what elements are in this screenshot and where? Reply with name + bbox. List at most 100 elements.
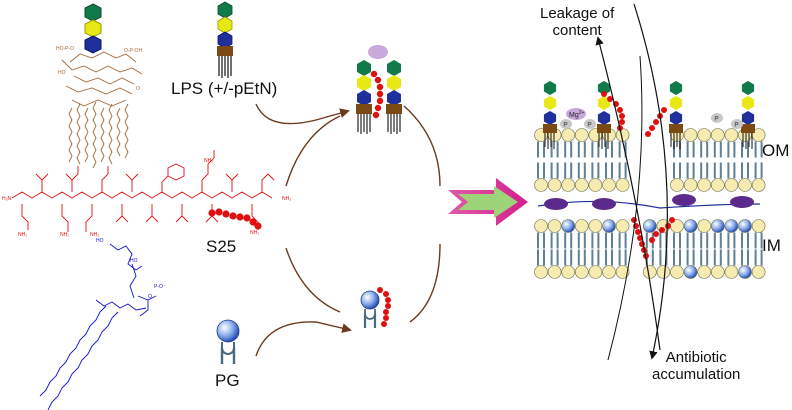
lipid bbox=[683, 162, 698, 192]
arrow-complex-to-membrane bbox=[403, 105, 441, 187]
arrow-lps-to-complex bbox=[255, 103, 350, 125]
lipid bbox=[697, 128, 712, 158]
lipid bbox=[615, 249, 630, 279]
svg-text:NH₂: NH₂ bbox=[282, 196, 291, 202]
lipid bbox=[547, 219, 562, 249]
lipid bbox=[751, 249, 766, 279]
lipid bbox=[710, 219, 725, 249]
lps-unit bbox=[741, 81, 755, 149]
svg-text:Mg2+: Mg2+ bbox=[569, 110, 585, 119]
phosphate-group: P bbox=[560, 119, 572, 129]
membrane-crossing-lines bbox=[607, 55, 643, 361]
lps-chemical-structure: HO-P-O O-P-OH HO O bbox=[56, 3, 142, 169]
svg-text:HO: HO bbox=[58, 70, 66, 76]
svg-text:NH₂: NH₂ bbox=[18, 232, 27, 238]
lipid bbox=[683, 249, 698, 279]
lipid bbox=[561, 219, 576, 249]
leakage-arrow bbox=[595, 36, 661, 351]
lipid bbox=[588, 249, 603, 279]
lipid bbox=[710, 249, 725, 279]
inner-membrane bbox=[534, 219, 766, 279]
lipid bbox=[697, 162, 712, 192]
leakage-label: Leakage of content bbox=[540, 5, 615, 39]
s25-label: S25 bbox=[206, 237, 237, 256]
svg-text:O-P-OH: O-P-OH bbox=[124, 48, 142, 54]
lps-cartoon-icon bbox=[217, 1, 233, 78]
arrow-pg-to-complex bbox=[255, 321, 352, 357]
im-label: IM bbox=[762, 236, 781, 255]
phosphate-label: P bbox=[714, 115, 718, 122]
phosphate-group: P bbox=[584, 119, 596, 129]
antibiotic-label: Antibiotic accumulation bbox=[652, 349, 741, 383]
pg-s25-complex bbox=[360, 287, 391, 328]
svg-text:O: O bbox=[136, 86, 140, 92]
lipid bbox=[738, 162, 752, 192]
s25-peptide-chain-icon bbox=[208, 208, 262, 230]
lps-unit bbox=[543, 81, 557, 149]
lipid bbox=[602, 249, 616, 279]
lipid bbox=[561, 128, 576, 158]
svg-text:NH₂: NH₂ bbox=[204, 158, 213, 164]
lipid bbox=[697, 249, 712, 279]
phosphate-label: P bbox=[734, 121, 738, 128]
lps-label: LPS (+/-pEtN) bbox=[171, 79, 278, 98]
lipid bbox=[670, 249, 684, 279]
lipid bbox=[588, 219, 603, 249]
lipid bbox=[574, 249, 589, 279]
membrane-proteins bbox=[544, 194, 754, 210]
lipid bbox=[670, 162, 684, 192]
lipid bbox=[710, 162, 725, 192]
pg-label: PG bbox=[215, 371, 240, 390]
svg-text:HO: HO bbox=[96, 238, 104, 244]
lipid bbox=[724, 219, 739, 249]
lipid bbox=[642, 219, 657, 249]
phosphate-group: P bbox=[731, 119, 743, 129]
lipid bbox=[561, 162, 576, 192]
lipid bbox=[751, 219, 766, 249]
lipid bbox=[724, 162, 739, 192]
bacterial-membrane bbox=[534, 81, 766, 279]
mg-ion bbox=[566, 108, 586, 120]
lipid bbox=[574, 219, 589, 249]
lipid bbox=[738, 249, 752, 279]
svg-text:NH₂: NH₂ bbox=[250, 230, 259, 236]
svg-text:P-O⁻: P-O⁻ bbox=[154, 284, 166, 290]
om-ions: Mg2+ P P P P bbox=[560, 108, 743, 129]
periplasm-line bbox=[537, 200, 761, 209]
pg-chemical-structure: HO HO O P-O⁻ bbox=[39, 238, 166, 410]
lipid bbox=[602, 219, 616, 249]
phosphate-group: P bbox=[711, 113, 723, 123]
lipid bbox=[615, 162, 630, 192]
lps-structure-glycan-head bbox=[84, 3, 102, 54]
antibiotic-arrow bbox=[633, 3, 668, 360]
lipid bbox=[615, 219, 630, 249]
lps-unit bbox=[669, 81, 683, 149]
lipid bbox=[561, 249, 576, 279]
lipid bbox=[710, 128, 725, 158]
lipid bbox=[574, 162, 589, 192]
lipid bbox=[588, 162, 603, 192]
om-label: OM bbox=[762, 141, 790, 160]
lipid bbox=[683, 128, 698, 158]
lps-structure-core: HO-P-O O-P-OH HO O bbox=[56, 46, 142, 107]
svg-text:HO: HO bbox=[130, 258, 138, 264]
svg-text:H₂N: H₂N bbox=[2, 196, 12, 202]
transport-arrows bbox=[595, 3, 668, 360]
arrow-s25-to-pg bbox=[285, 247, 341, 313]
lipid bbox=[683, 219, 698, 249]
arrow-pg-complex-to-membrane bbox=[409, 243, 441, 323]
phosphate-label: P bbox=[563, 121, 567, 128]
svg-text:NH₂: NH₂ bbox=[90, 232, 99, 238]
lps-structure-acyl-chains bbox=[68, 101, 129, 169]
lipid bbox=[751, 162, 766, 192]
lipid bbox=[738, 219, 752, 249]
lipid bbox=[724, 128, 739, 158]
lipid bbox=[670, 219, 684, 249]
pg-cartoon-icon bbox=[216, 319, 240, 364]
lipid bbox=[656, 249, 671, 279]
lps-s25-complex bbox=[356, 45, 402, 134]
lipid bbox=[697, 219, 712, 249]
lipid bbox=[724, 249, 739, 279]
lipid bbox=[534, 219, 548, 249]
